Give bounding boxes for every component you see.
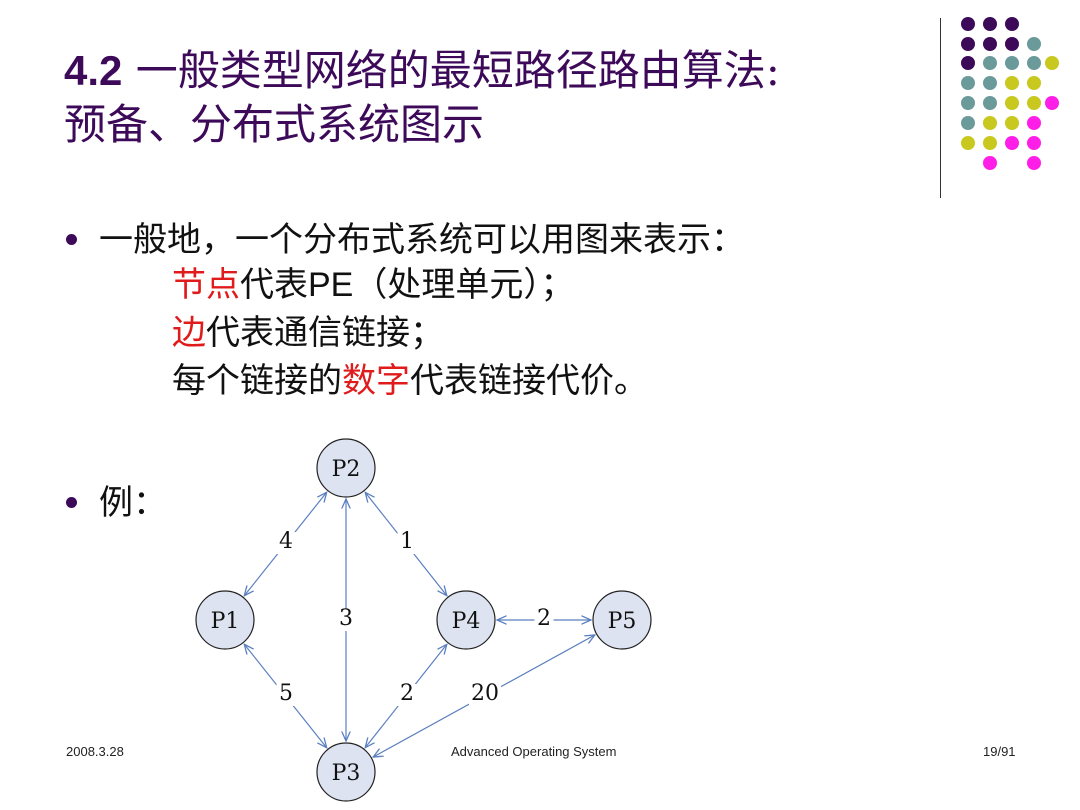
decorative-dot <box>1005 17 1019 31</box>
line-text: 每个链接的 <box>172 361 342 401</box>
decorative-dot <box>983 136 997 150</box>
bullet-line-edges: 边代表通信链接； <box>172 305 444 354</box>
section-number: 4.2 <box>64 47 123 94</box>
edge-label-background <box>534 609 554 631</box>
decorative-dot <box>1027 96 1041 110</box>
decorative-dot <box>961 56 975 70</box>
decorative-dot <box>961 37 975 51</box>
line-text-latin: PE <box>308 266 354 304</box>
decorative-dot <box>983 56 997 70</box>
decorative-dot <box>1027 156 1041 170</box>
decorative-dot <box>961 17 975 31</box>
title-text-1: 一般类型网络的最短路径路由算法: <box>135 46 780 95</box>
edge-cost-label: 2 <box>400 681 414 706</box>
decorative-dot-grid <box>961 17 1059 170</box>
decorative-dot <box>1027 116 1041 130</box>
node-p2 <box>316 438 376 498</box>
node-label: P5 <box>608 609 637 634</box>
edge-label-background <box>397 684 417 706</box>
edge-label-background <box>276 684 296 706</box>
decorative-dot <box>1027 56 1041 70</box>
decorative-dot <box>983 37 997 51</box>
title-line-2: 预备、分布式系统图示 <box>64 100 485 149</box>
decorative-dot <box>961 76 975 90</box>
decorative-dot <box>1005 96 1019 110</box>
edge-cost-label: 20 <box>471 681 499 706</box>
line-text: 代表 <box>240 265 308 305</box>
bullet-dot <box>66 233 77 245</box>
decorative-dot <box>1045 96 1059 110</box>
bullet-line-nodes: 节点代表PE（处理单元）； <box>172 257 574 306</box>
term-nodes: 节点 <box>172 265 240 305</box>
bullet-example-text: 例： <box>99 483 167 523</box>
decorative-dot <box>983 76 997 90</box>
bullet-intro: 一般地，一个分布式系统可以用图来表示： <box>66 212 745 261</box>
decorative-dot <box>1005 76 1019 90</box>
bullet-example: 例： <box>66 475 167 524</box>
edge-label-background <box>397 532 417 554</box>
footer-course: Advanced Operating System <box>451 744 617 759</box>
node-label: P1 <box>211 609 240 634</box>
edge-label-background <box>469 684 501 706</box>
node-p3 <box>316 742 376 802</box>
decorative-dot <box>983 96 997 110</box>
title-divider <box>940 18 941 198</box>
decorative-dot <box>1005 56 1019 70</box>
slide-title: 4.2 一般类型网络的最短路径路由算法: 预备、分布式系统图示 <box>64 44 924 152</box>
decorative-dot <box>961 96 975 110</box>
line-text: 代表通信链接； <box>206 313 444 353</box>
edge-cost-label: 5 <box>279 681 293 706</box>
footer-page-number: 19/91 <box>983 744 1016 759</box>
term-edges: 边 <box>172 313 206 353</box>
node-p4 <box>436 590 496 650</box>
edge-p1-p3 <box>244 644 326 747</box>
decorative-dot <box>1005 37 1019 51</box>
edge-cost-label: 4 <box>279 529 293 554</box>
node-label: P4 <box>452 609 481 634</box>
decorative-dot <box>983 116 997 130</box>
edge-cost-label: 3 <box>339 606 353 631</box>
term-numbers: 数字 <box>342 361 410 401</box>
node-label: P2 <box>332 457 361 482</box>
edge-p3-p5 <box>373 635 595 757</box>
edge-label-background <box>336 609 356 631</box>
decorative-dot <box>1005 116 1019 130</box>
line-text: 代表链接代价。 <box>410 361 648 401</box>
bullet-dot <box>66 496 77 508</box>
edge-p1-p2 <box>244 492 326 595</box>
node-p1 <box>195 590 255 650</box>
decorative-dot <box>983 17 997 31</box>
decorative-dot <box>961 136 975 150</box>
edge-cost-label: 2 <box>537 606 551 631</box>
decorative-dot <box>1027 136 1041 150</box>
decorative-dot <box>1027 37 1041 51</box>
line-text: （处理单元）； <box>353 265 575 305</box>
decorative-dot <box>1005 136 1019 150</box>
node-p5 <box>592 590 652 650</box>
footer-date: 2008.3.28 <box>66 744 124 759</box>
edge-cost-label: 1 <box>400 529 414 554</box>
decorative-dot <box>1045 56 1059 70</box>
edge-p3-p4 <box>365 644 447 747</box>
decorative-dot <box>1027 76 1041 90</box>
node-label: P3 <box>332 761 361 786</box>
edge-label-background <box>276 532 296 554</box>
edge-p2-p4 <box>365 492 447 595</box>
decorative-dot <box>983 156 997 170</box>
title-line-1: 4.2 一般类型网络的最短路径路由算法: <box>64 44 924 98</box>
decorative-dot <box>961 116 975 130</box>
bullet-intro-text: 一般地，一个分布式系统可以用图来表示： <box>99 220 745 260</box>
bullet-line-costs: 每个链接的数字代表链接代价。 <box>172 353 648 402</box>
